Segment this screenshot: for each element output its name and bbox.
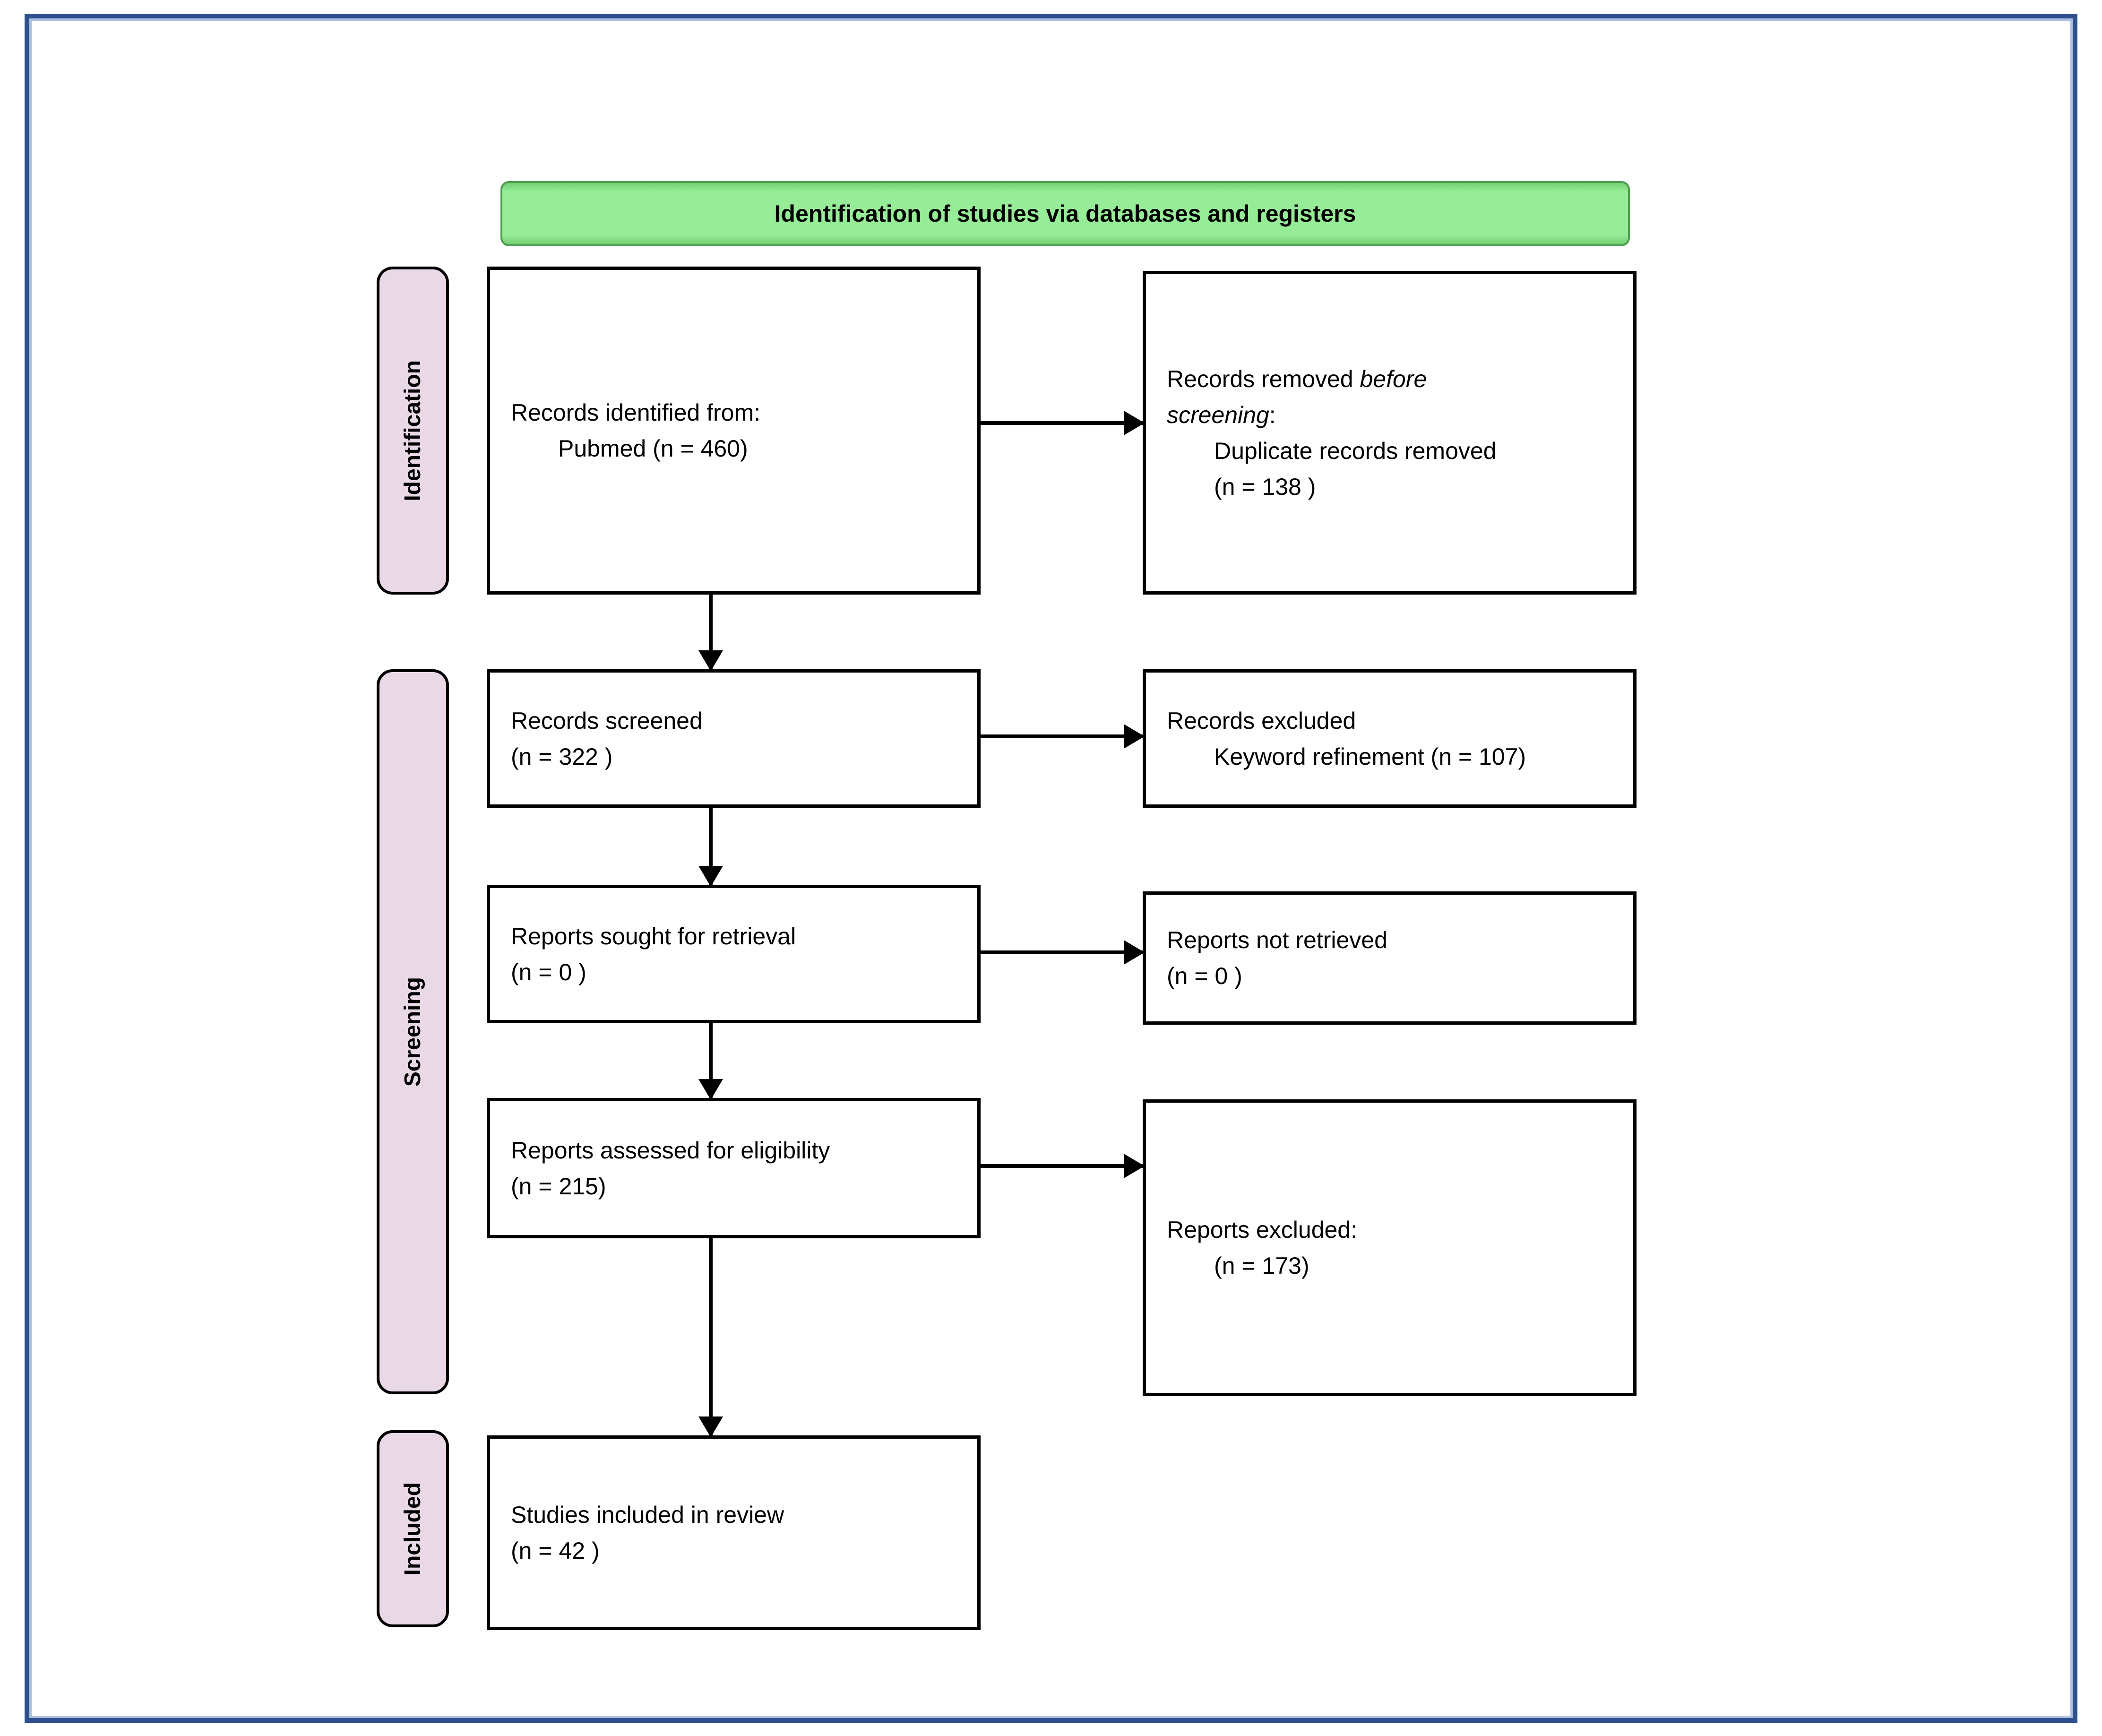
arrow-sought-to-not-retrieved (981, 940, 1145, 965)
box-line: Reports excluded: (1167, 1217, 1358, 1243)
box-line: Duplicate records removed (1214, 437, 1497, 464)
arrow-screened-to-excluded (981, 724, 1145, 749)
box-reports-excluded: Reports excluded: (n = 173) (1143, 1099, 1637, 1396)
box-line: (n = 215) (511, 1173, 606, 1200)
stage-bar-identification: Identification (377, 267, 449, 595)
outer-frame (25, 14, 2077, 1723)
stage-label-identification: Identification (400, 360, 425, 501)
box-line: (n = 173) (1214, 1252, 1309, 1279)
box-line: (n = 0 ) (511, 959, 586, 985)
stage-bar-included: Included (377, 1430, 449, 1627)
stage-label-screening: Screening (400, 976, 425, 1087)
box-line: Records identified from: (511, 399, 761, 426)
header-banner: Identification of studies via databases … (500, 181, 1630, 246)
arrow-identified-to-removed (981, 411, 1145, 435)
box-line: (n = 322 ) (511, 743, 613, 770)
box-line: (n = 42 ) (511, 1537, 600, 1564)
box-reports-not-retrieved: Reports not retrieved (n = 0 ) (1143, 891, 1637, 1025)
box-studies-included-in-review: Studies included in review (n = 42 ) (487, 1435, 981, 1630)
box-line: Keyword refinement (n = 107) (1214, 743, 1526, 770)
box-line: Reports not retrieved (1167, 927, 1387, 953)
arrow-sought-to-assessed (698, 1023, 723, 1100)
box-line: (n = 138 ) (1214, 473, 1316, 500)
box-line: Studies included in review (511, 1502, 784, 1528)
box-line: screening: (1167, 401, 1276, 428)
box-line: Records removed before (1167, 365, 1427, 392)
arrow-assessed-to-excluded (981, 1154, 1145, 1178)
box-reports-sought-for-retrieval: Reports sought for retrieval (n = 0 ) (487, 885, 981, 1023)
box-line: (n = 0 ) (1167, 963, 1242, 989)
box-line: Records screened (511, 707, 703, 734)
box-line: Records excluded (1167, 707, 1356, 734)
box-records-screened: Records screened (n = 322 ) (487, 669, 981, 808)
stage-label-included: Included (400, 1482, 425, 1576)
arrow-screened-to-sought (698, 808, 723, 887)
header-title: Identification of studies via databases … (774, 200, 1356, 227)
stage-bar-screening: Screening (377, 669, 449, 1394)
box-line: Reports assessed for eligibility (511, 1137, 830, 1164)
box-line: Pubmed (n = 460) (558, 435, 748, 462)
arrow-assessed-to-included (698, 1238, 723, 1437)
box-records-removed-before-screening: Records removed before screening: Duplicat… (1143, 271, 1637, 595)
box-line: Reports sought for retrieval (511, 923, 796, 950)
box-reports-assessed-for-eligibility: Reports assessed for eligibility (n = 215… (487, 1098, 981, 1238)
arrow-identified-to-screened (698, 595, 723, 671)
box-records-identified: Records identified from: Pubmed (n = 460) (487, 267, 981, 595)
